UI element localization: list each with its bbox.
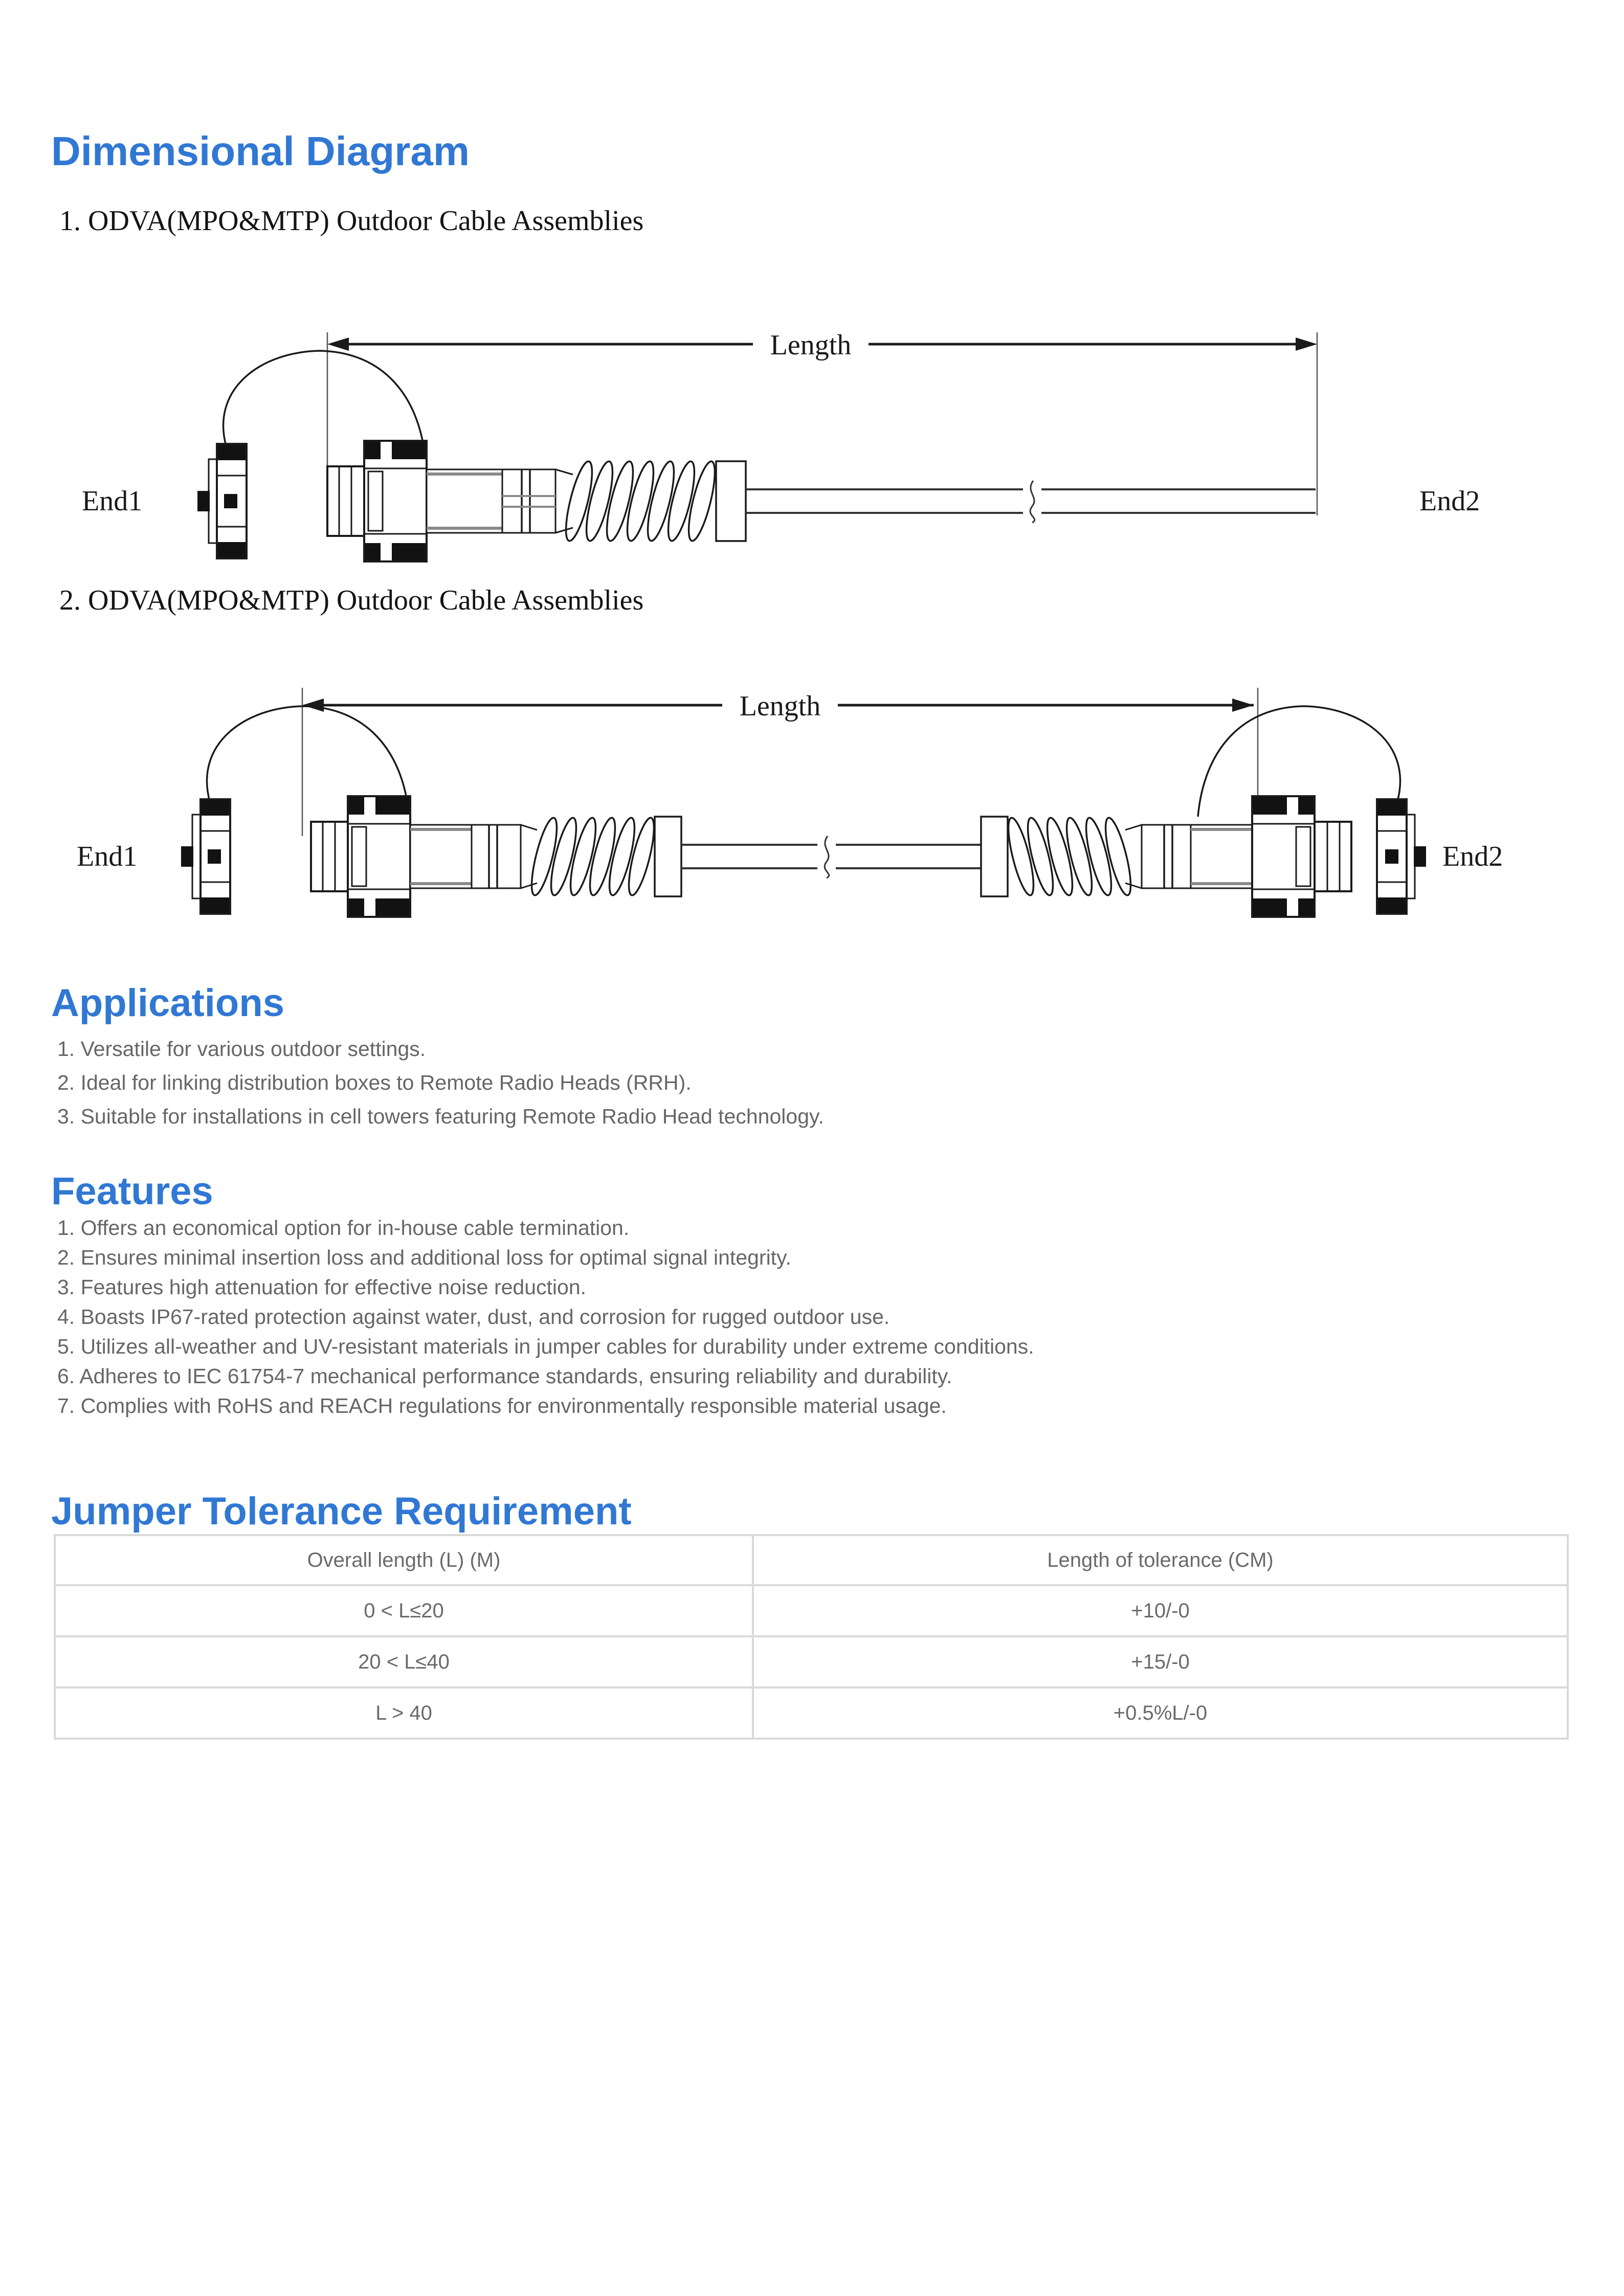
- column-header-overall-length: Overall length (L) (M): [54, 1534, 754, 1586]
- list-item: 2. Ensures minimal insertion loss and ad…: [57, 1246, 791, 1269]
- table-row: 20 < L≤40 +15/-0: [54, 1635, 1569, 1689]
- cell-tolerance-value: +15/-0: [752, 1635, 1569, 1689]
- cell-length-range: L > 40: [54, 1686, 754, 1740]
- collar: [501, 468, 557, 534]
- page-title: Dimensional Diagram: [51, 128, 470, 174]
- arrowhead-right: [1232, 699, 1254, 712]
- features-heading: Features: [51, 1169, 213, 1213]
- taper-right: [1125, 824, 1142, 889]
- lanyard-cord-left: [206, 705, 410, 817]
- end2-label: End2: [1442, 841, 1503, 872]
- list-item: 1. Offers an economical option for in-ho…: [57, 1216, 630, 1240]
- applications-list: 1. Versatile for various outdoor setting…: [57, 1032, 824, 1133]
- cell-length-range: 0 < L≤20: [54, 1584, 754, 1637]
- lanyard-cord-right: [1197, 705, 1401, 817]
- hex-nut-left: [310, 821, 349, 892]
- table-header-row: Overall length (L) (M) Length of toleran…: [54, 1534, 1569, 1586]
- table-row: L > 40 +0.5%L/-0: [54, 1686, 1569, 1740]
- tolerance-heading: Jumper Tolerance Requirement: [51, 1490, 632, 1533]
- list-item: 3. Suitable for installations in cell to…: [57, 1105, 824, 1128]
- dust-cap-left: [181, 798, 231, 915]
- coupling-nut: [363, 440, 428, 562]
- connector-body-left: [409, 824, 522, 889]
- hex-nut: [326, 465, 365, 537]
- cable-break-mark: [824, 836, 830, 879]
- connector-body-right: [1141, 824, 1253, 889]
- end1-label: End1: [77, 841, 137, 872]
- strain-relief-spring-right: [1007, 817, 1132, 896]
- end2-label: End2: [1419, 485, 1480, 517]
- coupling-nut-right: [1251, 795, 1316, 918]
- connector-body: [426, 468, 503, 534]
- dust-cap-right: [1376, 798, 1426, 915]
- diagram1-caption: 1. ODVA(MPO&MTP) Outdoor Cable Assemblie…: [59, 205, 644, 237]
- list-item: 3. Features high attenuation for effecti…: [57, 1275, 587, 1299]
- list-item: 7. Complies with RoHS and REACH regulati…: [57, 1394, 947, 1417]
- length-dimension-line: Length: [327, 326, 1317, 361]
- cable: [681, 836, 981, 879]
- taper: [555, 468, 573, 534]
- strain-relief-spring: [565, 460, 716, 542]
- hex-nut-right: [1314, 821, 1352, 892]
- arrowhead-left: [327, 337, 349, 351]
- list-item: 1. Versatile for various outdoor setting…: [57, 1037, 426, 1061]
- length-label: Length: [740, 690, 821, 722]
- list-item: 6. Adheres to IEC 61754-7 mechanical per…: [57, 1364, 952, 1388]
- cell-tolerance-value: +10/-0: [752, 1584, 1569, 1637]
- length-dimension-line: Length: [302, 687, 1254, 722]
- lanyard-cord: [222, 350, 427, 462]
- list-item: 4. Boasts IP67-rated protection against …: [57, 1305, 890, 1329]
- coupling-nut-left: [347, 795, 411, 918]
- dust-cap: [197, 443, 248, 559]
- length-label: Length: [770, 329, 852, 361]
- spring-ferrule-right: [980, 816, 1009, 897]
- column-header-tolerance: Length of tolerance (CM): [752, 1534, 1569, 1586]
- list-item: 5. Utilizes all-weather and UV-resistant…: [57, 1335, 1034, 1358]
- cell-tolerance-value: +0.5%L/-0: [752, 1686, 1569, 1740]
- features-list: 1. Offers an economical option for in-ho…: [57, 1213, 1034, 1421]
- diagram1-cable-assembly: Length End1 End2: [82, 326, 1480, 562]
- cable-break-mark: [1029, 480, 1036, 524]
- spring-ferrule-left: [654, 816, 682, 897]
- spring-ferrule: [715, 460, 747, 542]
- diagram2-cable-assembly: Length End1 End2: [77, 687, 1503, 918]
- applications-heading: Applications: [51, 981, 285, 1025]
- arrowhead-right: [1296, 337, 1317, 351]
- tolerance-table: Overall length (L) (M) Length of toleran…: [54, 1534, 1569, 1740]
- taper-left: [520, 824, 538, 889]
- arrowhead-left: [302, 699, 324, 712]
- table-row: 0 < L≤20 +10/-0: [54, 1584, 1569, 1637]
- diagram2-caption: 2. ODVA(MPO&MTP) Outdoor Cable Assemblie…: [59, 584, 644, 616]
- end1-label: End1: [82, 485, 142, 517]
- list-item: 2. Ideal for linking distribution boxes …: [57, 1071, 692, 1094]
- cell-length-range: 20 < L≤40: [54, 1635, 754, 1689]
- strain-relief-spring-left: [530, 817, 655, 896]
- cable: [746, 480, 1316, 524]
